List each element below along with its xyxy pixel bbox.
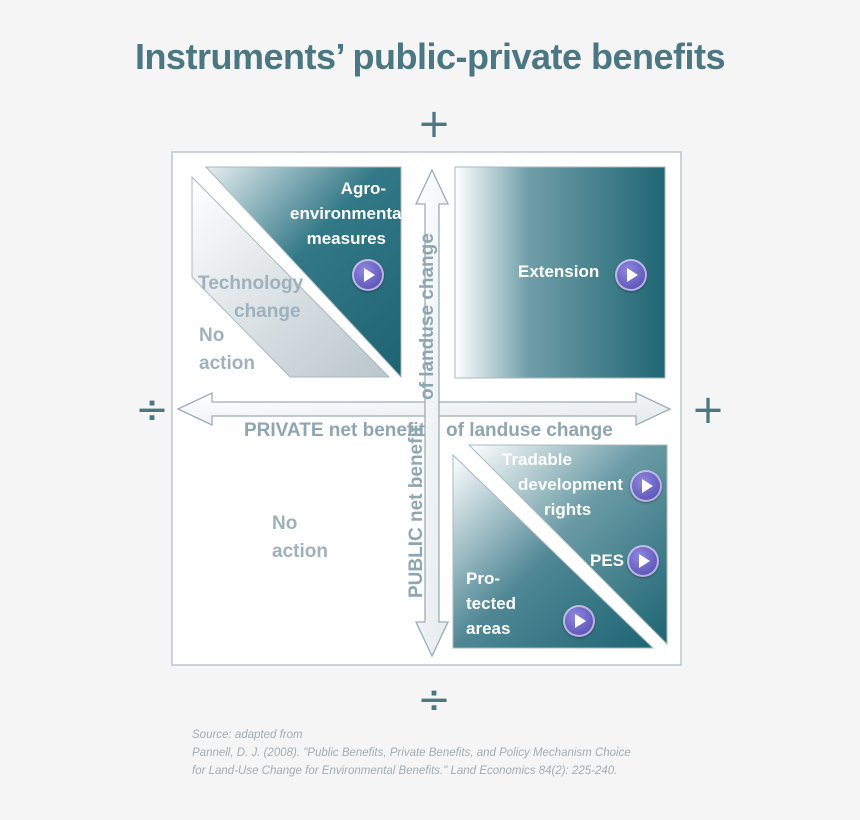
protected-areas-triangle <box>452 453 655 649</box>
label-line: Technology <box>198 273 304 294</box>
protected-areas-label: Pro- tected areas <box>466 566 516 641</box>
technology-change-triangle <box>191 175 391 378</box>
no-action-label-bottom: No action <box>272 510 328 566</box>
divide-sign-left: ÷ <box>135 387 169 433</box>
source-citation: Source: adapted from Pannell, D. J. (200… <box>192 726 692 780</box>
label-line: tected <box>466 594 517 613</box>
plus-sign-top: + <box>417 101 451 147</box>
agro-environmental-label: Agro- environmental measures <box>290 176 407 251</box>
label-line: action <box>199 353 255 374</box>
tradable-rights-triangle <box>467 444 668 646</box>
play-button-agro[interactable] <box>352 259 384 291</box>
plus-sign-right: + <box>691 387 725 433</box>
label-line: measures <box>306 229 386 248</box>
label-line: No <box>199 325 225 346</box>
play-button-pes[interactable] <box>627 545 659 577</box>
divide-sign-bottom: ÷ <box>417 677 451 723</box>
source-line: for Land-Use Change for Environmental Be… <box>192 765 618 777</box>
label-line: environmental <box>290 204 407 223</box>
label-line: Pro- <box>466 569 500 588</box>
label-line: change <box>234 301 301 322</box>
label-line: rights <box>544 500 592 519</box>
private-axis-label: PRIVATE net benefit <box>244 420 425 441</box>
play-button-tradable[interactable] <box>630 470 662 502</box>
public-axis-label-top: of landuse change <box>417 233 438 400</box>
source-line: Source: adapted from <box>192 729 303 741</box>
extension-label: Extension <box>518 262 600 281</box>
vertical-axis-arrow <box>414 168 450 658</box>
label-line: development <box>518 475 623 494</box>
play-button-protected[interactable] <box>563 605 595 637</box>
source-line: Pannell, D. J. (2008). "Public Benefits,… <box>192 747 631 759</box>
technology-change-label: Technology change <box>198 270 308 326</box>
page-title: Instruments’ public-private benefits <box>134 36 726 77</box>
play-button-extension[interactable] <box>615 259 647 291</box>
agro-environmental-triangle <box>204 166 402 379</box>
horizontal-axis-arrow <box>176 391 672 427</box>
tradable-rights-label: Tradable development rights <box>498 447 628 522</box>
label-line: Tradable <box>502 450 572 469</box>
label-line: No <box>272 513 298 534</box>
public-axis-label-bottom: PUBLIC net benefit <box>406 425 427 598</box>
private-axis-label-cont: of landuse change <box>446 420 613 441</box>
label-line: Agro- <box>340 179 386 198</box>
pes-label: PES <box>590 551 625 570</box>
label-line: areas <box>466 619 511 638</box>
label-line: action <box>272 541 328 562</box>
no-action-label-top: No action <box>199 322 255 378</box>
